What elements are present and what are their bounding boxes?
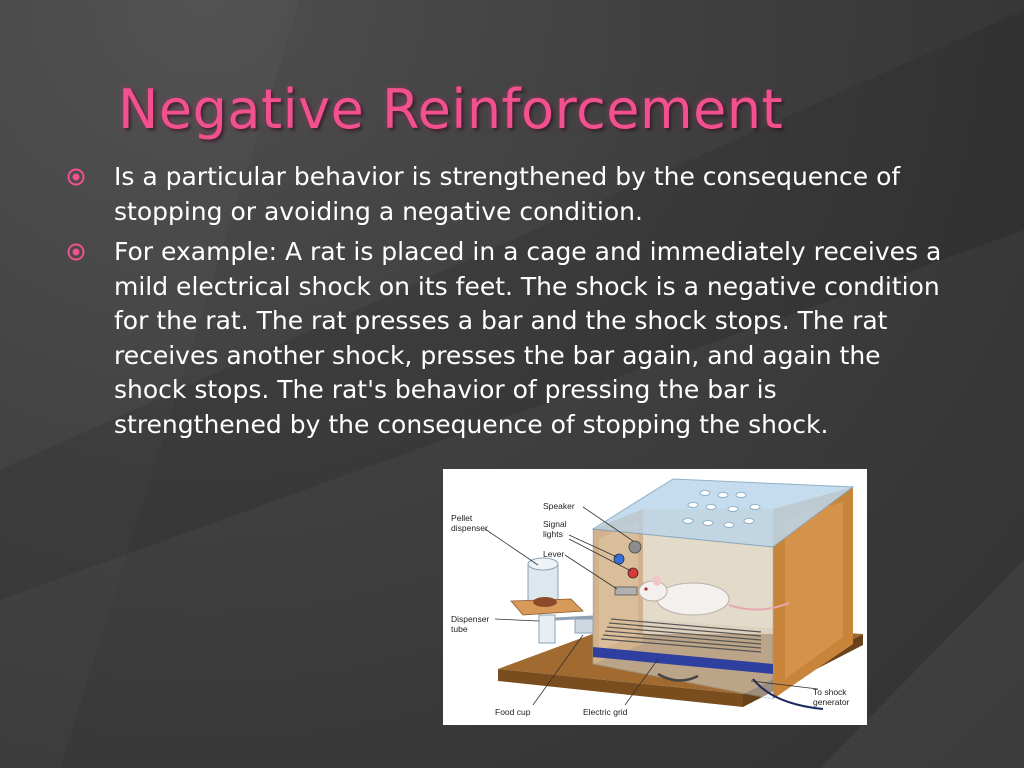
cage-lid [591, 478, 855, 548]
bullet-list: Is a particular behavior is strengthened… [66, 160, 946, 448]
signal-light-red [627, 567, 639, 579]
lid-holes [682, 490, 761, 528]
label-electric-grid: Electric grid [583, 707, 628, 717]
slide-title: Negative Reinforcement [118, 78, 784, 141]
drawer-handle [657, 672, 699, 682]
lever [614, 586, 638, 596]
bullet-item: For example: A rat is placed in a cage a… [66, 235, 946, 442]
pellet-dispenser [510, 557, 594, 644]
shock-cable [752, 678, 824, 710]
rat [638, 576, 790, 616]
circle-dot-icon [67, 168, 85, 186]
food-cup [574, 618, 594, 634]
bullet-text: Is a particular behavior is strengthened… [114, 162, 901, 226]
signal-light-blue [613, 553, 625, 565]
bullet-item: Is a particular behavior is strengthened… [66, 160, 946, 229]
label-lever: Lever [543, 549, 564, 559]
bullet-text: For example: A rat is placed in a cage a… [114, 237, 942, 439]
circle-dot-icon [67, 243, 85, 261]
speaker [628, 540, 642, 554]
label-food-cup: Food cup [495, 707, 531, 717]
label-speaker: Speaker [543, 501, 575, 511]
electric-grid [600, 618, 762, 653]
